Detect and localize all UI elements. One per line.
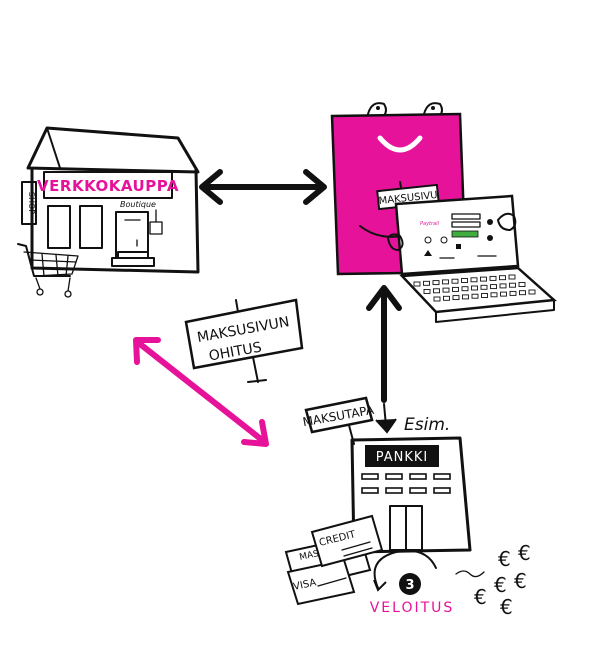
- keyboard-key: [433, 296, 441, 302]
- bank-window: [385, 473, 403, 480]
- euro-symbol: €: [494, 573, 507, 597]
- keyboard-key: [470, 277, 478, 283]
- keyboard-key: [423, 280, 430, 286]
- bank-window: [361, 487, 379, 494]
- euro-icon: € € € € € €: [474, 541, 531, 619]
- shop-to-payment-arrow: [199, 169, 327, 205]
- keyboard-key: [471, 285, 478, 291]
- bypass-arrow: [133, 337, 269, 447]
- keyboard-key: [490, 284, 497, 290]
- bank-name: PANKKI: [376, 450, 429, 465]
- euro-symbol: €: [514, 569, 527, 593]
- keyboard-key: [480, 284, 488, 290]
- keyboard-key: [481, 293, 488, 298]
- keyboard-key: [433, 288, 440, 294]
- laptop-screen-brand: Paytrail: [420, 221, 440, 227]
- card-visa: VISA: [292, 577, 317, 593]
- keyboard-key: [490, 292, 498, 298]
- keyboard-key: [452, 286, 459, 292]
- euro-symbol: €: [474, 585, 487, 609]
- keyboard-key: [461, 286, 469, 292]
- bank-window: [409, 487, 427, 494]
- bank-window: [361, 473, 379, 480]
- laptop-icon: Paytrail: [387, 194, 557, 323]
- keyboard-key: [451, 278, 459, 284]
- bank-window: [385, 487, 403, 494]
- keyboard-key: [509, 282, 516, 288]
- shop-side-sign: SHOP: [27, 192, 36, 214]
- keyboard-key: [423, 289, 431, 294]
- example-note: Esim.: [404, 415, 450, 435]
- charge-label: VELOITUS: [370, 600, 455, 616]
- keyboard-key: [509, 290, 517, 296]
- keyboard-key: [432, 280, 440, 286]
- keyboard-key: [471, 293, 479, 299]
- shop-building-icon: VERKKOKAUPPA SHOP Boutique: [21, 126, 200, 274]
- keyboard-key: [518, 282, 526, 287]
- credit-card-icon: MASTER VISA CREDIT: [284, 514, 384, 606]
- keyboard-key: [462, 294, 469, 300]
- shopping-cart-icon: [17, 243, 79, 298]
- keyboard-key: [442, 279, 449, 285]
- shop-sign-text: VERKKOKAUPPA: [37, 177, 179, 195]
- keyboard-key: [508, 274, 516, 280]
- bank-window: [433, 487, 451, 494]
- keyboard-key: [461, 278, 468, 283]
- keyboard-key: [489, 275, 497, 281]
- keyboard-key: [519, 290, 526, 296]
- bank-window: [433, 473, 451, 480]
- keyboard-key: [452, 295, 460, 301]
- payment-page-bypass-sign: MAKSUSIVUN OHITUS: [184, 298, 304, 383]
- euro-symbol: €: [500, 595, 513, 619]
- keyboard-key: [499, 275, 506, 281]
- laptop-keyboard-keys: [413, 274, 536, 302]
- euro-symbol: €: [498, 547, 511, 571]
- keyboard-key: [528, 289, 536, 295]
- shop-boutique-text: Boutique: [120, 200, 156, 209]
- keyboard-key: [413, 281, 421, 287]
- keyboard-key: [499, 283, 507, 289]
- charge-step: 3 VELOITUS: [370, 549, 485, 616]
- keyboard-key: [480, 276, 487, 282]
- bank-building-icon: PANKKI: [350, 436, 472, 554]
- keyboard-key: [442, 287, 450, 293]
- bank-window: [409, 473, 427, 480]
- euro-symbol: €: [518, 541, 531, 565]
- keyboard-key: [500, 291, 507, 297]
- bank-to-payment-arrow: [366, 285, 402, 403]
- payment-method-sign: MAKSUTAPA: [302, 396, 376, 445]
- keyboard-key: [443, 295, 450, 301]
- charge-step-number: 3: [405, 578, 414, 593]
